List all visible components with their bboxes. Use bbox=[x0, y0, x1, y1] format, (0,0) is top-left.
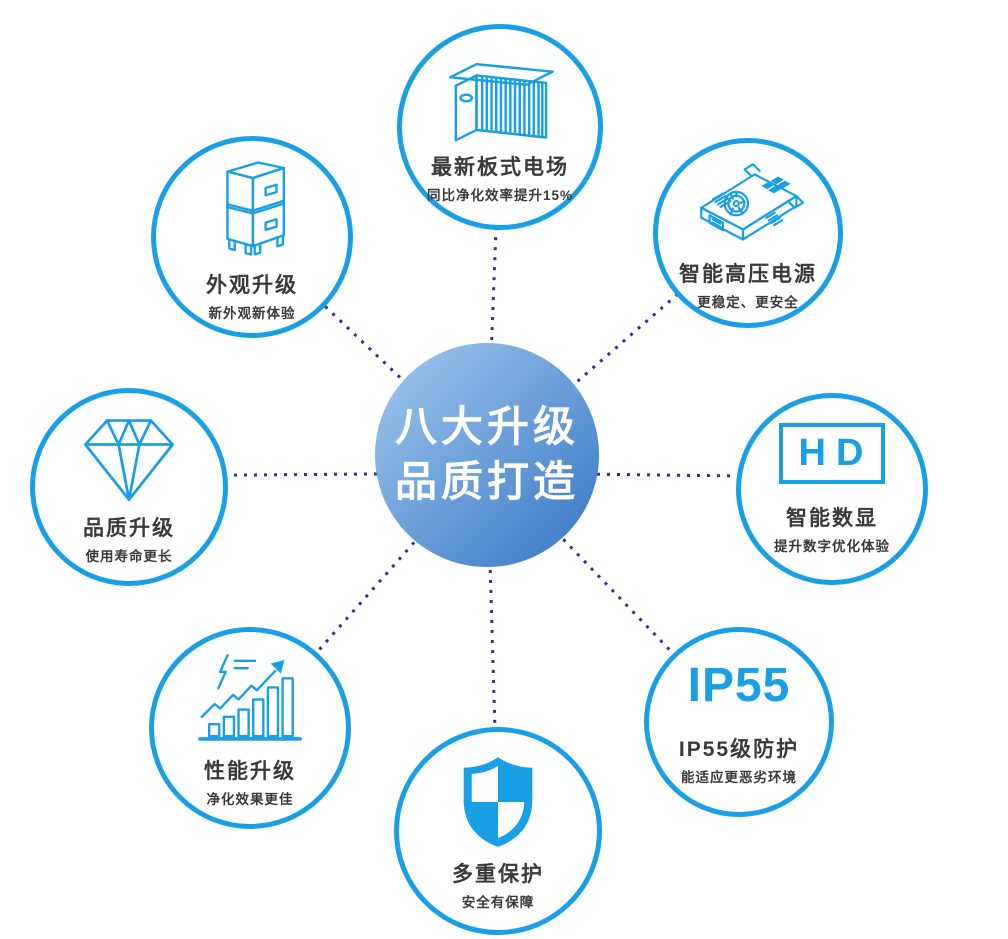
node-subtitle: 安全有保障 bbox=[461, 894, 535, 910]
node-title: 智能高压电源 bbox=[679, 262, 817, 286]
node-subtitle: 同比净化效率提升15% bbox=[426, 187, 574, 203]
node-subtitle: 提升数字优化体验 bbox=[774, 539, 890, 554]
center-node: 八大升级 品质打造 bbox=[375, 343, 599, 567]
node-subtitle: 更稳定、更安全 bbox=[697, 294, 799, 310]
center-title-line2: 品质打造 bbox=[394, 458, 579, 505]
node-title: 性能升级 bbox=[204, 760, 296, 783]
growth-chart-icon bbox=[198, 654, 302, 741]
node-title: 多重保护 bbox=[452, 862, 544, 886]
node-title: 最新板式电场 bbox=[431, 155, 569, 179]
power-supply-icon bbox=[700, 162, 805, 241]
node-performance: 性能升级 净化效果更佳 bbox=[149, 627, 351, 829]
node-title: 品质升级 bbox=[83, 516, 175, 540]
plate-filter-icon bbox=[448, 62, 554, 142]
node-title: 外观升级 bbox=[206, 273, 298, 297]
ip55-badge: IP55 bbox=[687, 659, 791, 712]
node-plate-filter: 最新板式电场 同比净化效率提升15% bbox=[397, 24, 603, 230]
hd-display-icon: HD bbox=[778, 423, 886, 484]
node-title: IP55级防护 bbox=[678, 738, 800, 761]
node-subtitle: 净化效果更佳 bbox=[206, 792, 294, 807]
node-hd-display: HD 智能数显 提升数字优化体验 bbox=[736, 393, 928, 585]
node-subtitle: 新外观新体验 bbox=[208, 305, 296, 321]
node-ip55: IP55 IP55级防护 能适应更恶劣环境 bbox=[644, 627, 834, 817]
dotted-connector-top-left bbox=[250, 235, 489, 462]
diamond-icon bbox=[83, 418, 175, 501]
node-title: 智能数显 bbox=[786, 507, 878, 530]
node-subtitle: 使用寿命更长 bbox=[85, 548, 173, 564]
cabinet-icon bbox=[226, 160, 285, 256]
node-quality: 品质升级 使用寿命更长 bbox=[30, 388, 228, 586]
dotted-connector-top-right bbox=[486, 231, 749, 462]
dotted-connector-right bbox=[486, 471, 833, 479]
node-power-supply: 智能高压电源 更稳定、更安全 bbox=[653, 138, 843, 328]
node-subtitle: 能适应更恶劣环境 bbox=[681, 770, 797, 785]
node-multi-protection: 多重保护 安全有保障 bbox=[394, 727, 602, 935]
shield-icon bbox=[463, 756, 533, 847]
center-title-line1: 八大升级 bbox=[394, 403, 579, 451]
node-appearance: 外观升级 新外观新体验 bbox=[151, 136, 353, 338]
